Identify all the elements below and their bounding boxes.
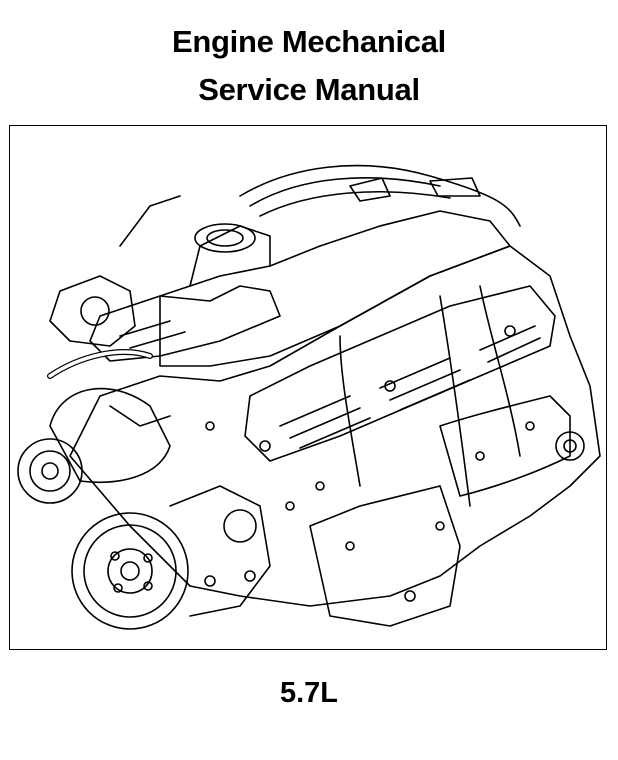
manual-title-line-1: Engine Mechanical — [172, 24, 446, 59]
engine-illustration — [17, 164, 601, 630]
engine-illustration-frame — [9, 125, 607, 650]
manual-title-line-2: Service Manual — [198, 72, 420, 107]
engine-size-label: 5.7L — [279, 677, 339, 709]
